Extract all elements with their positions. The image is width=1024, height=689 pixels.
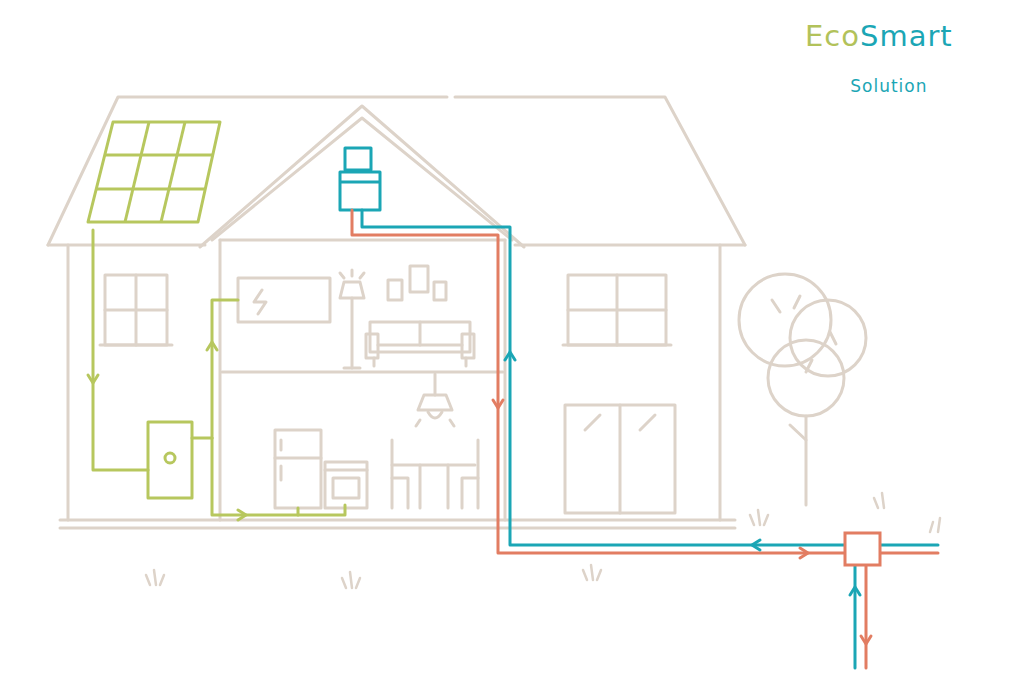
supply-pipe xyxy=(362,210,938,668)
logo-word: Eco xyxy=(805,22,860,51)
power-wire xyxy=(88,230,345,520)
solar-panel xyxy=(88,122,220,222)
junction-box xyxy=(845,533,880,565)
house-outline xyxy=(48,97,940,588)
heat-pump-unit xyxy=(340,148,380,210)
logo-word: Smart xyxy=(860,22,953,51)
return-pipe xyxy=(352,210,938,668)
logo-subtitle: Solution xyxy=(850,78,927,95)
